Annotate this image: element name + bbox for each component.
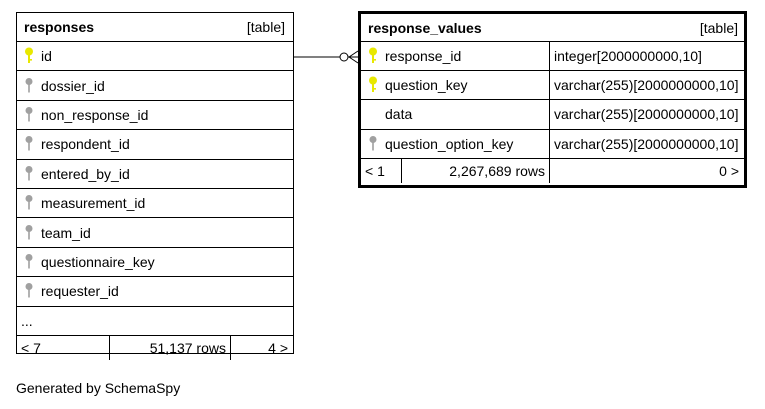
- foreign-key-icon: [19, 135, 39, 153]
- foreign-key-icon: [19, 253, 39, 271]
- table-kind: [table]: [246, 19, 285, 35]
- column-row[interactable]: data varchar(255)[2000000000,10]: [361, 100, 744, 130]
- column-type: integer[2000000000,10]: [549, 42, 744, 71]
- generator-credit: Generated by SchemaSpy: [16, 380, 181, 396]
- child-count-link[interactable]: 4 >: [230, 335, 293, 360]
- column-row[interactable]: question_option_key varchar(255)[2000000…: [361, 129, 744, 159]
- primary-key-icon: [19, 47, 39, 65]
- child-count-link[interactable]: 0 >: [549, 158, 744, 183]
- parent-count-link[interactable]: < 7: [21, 339, 41, 356]
- column-name: non_response_id: [41, 106, 149, 123]
- parent-count-link[interactable]: < 1: [365, 162, 385, 179]
- column-name: entered_by_id: [41, 165, 130, 182]
- column-name: measurement_id: [41, 195, 146, 212]
- table-responses[interactable]: responses [table] id dossier_id non_resp…: [16, 12, 294, 360]
- relationship-optional-marker: [339, 52, 349, 62]
- column-row[interactable]: entered_by_id: [17, 160, 293, 189]
- foreign-key-icon: [19, 165, 39, 183]
- column-row[interactable]: response_id integer[2000000000,10]: [361, 42, 744, 72]
- column-name: response_id: [385, 48, 462, 65]
- foreign-key-icon: [19, 106, 39, 124]
- column-row[interactable]: question_key varchar(255)[2000000000,10]: [361, 71, 744, 101]
- column-name: question_key: [385, 77, 468, 94]
- table-header: responses [table]: [17, 13, 293, 42]
- primary-key-icon: [363, 47, 383, 65]
- table-response-values[interactable]: response_values [table] response_id inte…: [358, 11, 747, 188]
- foreign-key-icon: [19, 194, 39, 212]
- table-name: responses: [24, 19, 95, 35]
- foreign-key-icon: [19, 224, 39, 242]
- more-columns-row: ...: [17, 307, 293, 336]
- column-type: varchar(255)[2000000000,10]: [549, 129, 744, 158]
- column-name: question_option_key: [385, 135, 514, 152]
- column-row[interactable]: questionnaire_key: [17, 248, 293, 278]
- column-name: questionnaire_key: [41, 253, 155, 270]
- table-footer: < 1 2,267,689 rows 0 >: [361, 158, 744, 183]
- column-row[interactable]: respondent_id: [17, 130, 293, 160]
- foreign-key-icon: [19, 77, 39, 95]
- row-count: 2,267,689 rows: [401, 158, 549, 183]
- table-kind: [table]: [699, 19, 738, 36]
- column-row[interactable]: id: [17, 42, 293, 72]
- column-type: varchar(255)[2000000000,10]: [549, 100, 744, 129]
- column-name: team_id: [41, 224, 91, 241]
- more-columns-ellipsis: ...: [21, 312, 33, 329]
- table-header: response_values [table]: [361, 14, 744, 42]
- column-row[interactable]: requester_id: [17, 277, 293, 307]
- column-row[interactable]: non_response_id: [17, 101, 293, 131]
- table-footer: < 7 51,137 rows 4 >: [17, 335, 293, 360]
- column-type: varchar(255)[2000000000,10]: [549, 71, 744, 100]
- foreign-key-icon: [19, 282, 39, 300]
- column-row[interactable]: team_id: [17, 218, 293, 248]
- column-name: dossier_id: [41, 77, 105, 94]
- column-name: id: [41, 48, 52, 65]
- column-name: respondent_id: [41, 136, 130, 153]
- table-name: response_values: [368, 19, 482, 36]
- column-row[interactable]: dossier_id: [17, 71, 293, 101]
- column-name: requester_id: [41, 283, 119, 300]
- column-name: data: [385, 106, 413, 123]
- row-count: 51,137 rows: [109, 335, 230, 360]
- foreign-key-icon: [363, 135, 383, 153]
- relationship-crowfoot-marker: [348, 50, 359, 58]
- column-row[interactable]: measurement_id: [17, 189, 293, 219]
- primary-key-icon: [363, 76, 383, 94]
